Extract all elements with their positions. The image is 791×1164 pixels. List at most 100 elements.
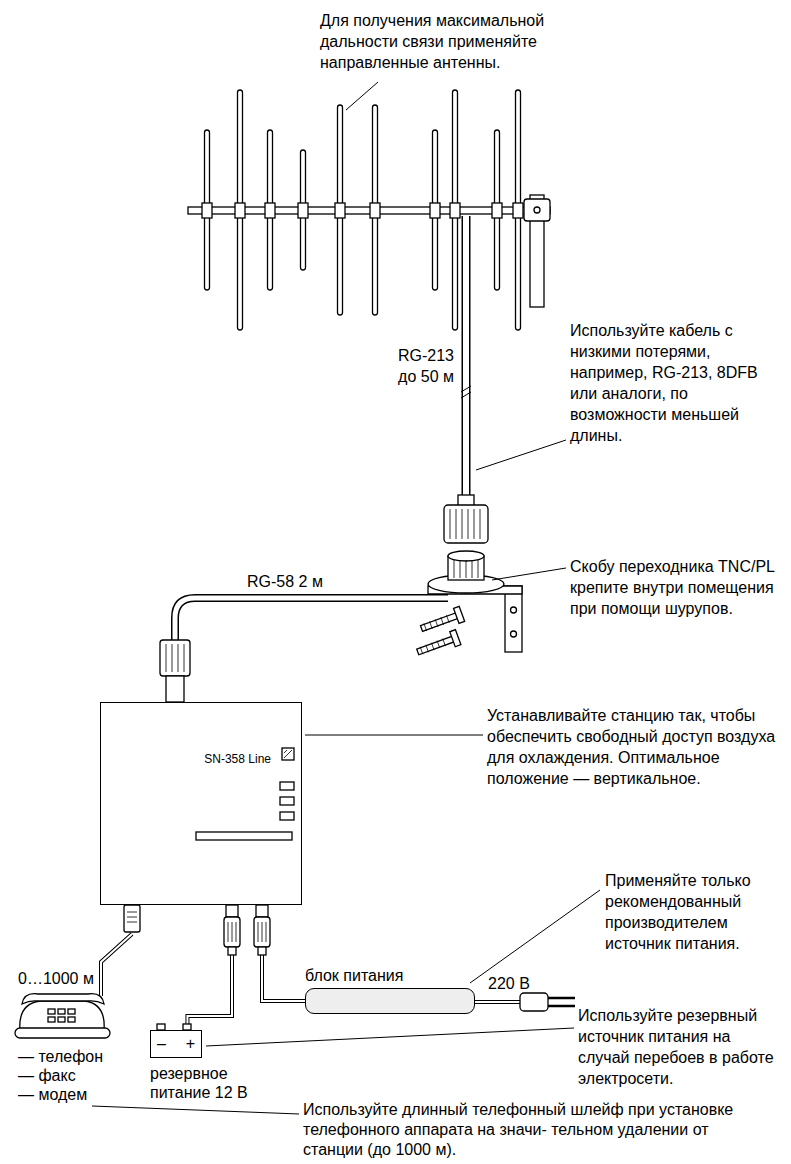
note-text: Используйте длинный телефонный шлейф при… [303, 1100, 753, 1160]
station-panel [280, 782, 294, 790]
leader-lines [206, 1028, 574, 1046]
station-panel [282, 748, 294, 760]
tnc-pl-adapter-bracket [511, 631, 517, 637]
label-holder: Используйте длинный телефонный шлейф при… [303, 1100, 753, 1160]
note-text: RG-213 до 50 м [392, 345, 454, 387]
note-text: — модем [18, 1084, 118, 1105]
power-plugs [254, 917, 270, 947]
leader-lines [346, 82, 378, 110]
note-text: Используйте резервный источник питания н… [578, 1005, 784, 1089]
node-text: блок питания [305, 966, 475, 986]
telephone [58, 1017, 65, 1022]
telephone [58, 1009, 65, 1014]
note-text: — телефон [18, 1046, 118, 1067]
node-text: – [157, 1035, 166, 1053]
mains-plug [463, 993, 575, 1011]
yagi-antenna [265, 203, 275, 218]
power-plugs [224, 917, 240, 947]
wood-screws [454, 606, 465, 623]
wood-screws [415, 606, 465, 659]
station-panel [196, 748, 294, 840]
yagi-antenna [335, 203, 345, 218]
tnc-pl-adapter-bracket [454, 560, 478, 578]
coax-cable-rg58 [160, 598, 448, 702]
coax-cable-rg213 [463, 216, 469, 497]
note-text: Скобу переходника TNC/PL крепите внутри … [570, 556, 785, 619]
telephone [20, 1001, 104, 1030]
power-plugs [224, 905, 270, 955]
label-holder: Применяйте только рекомендованный произв… [605, 870, 785, 954]
wood-screws [415, 630, 461, 660]
tnc-pl-adapter-bracket [505, 586, 522, 652]
telephone [15, 1028, 110, 1038]
leader-lines [492, 568, 566, 580]
yagi-antenna [524, 199, 550, 221]
power-plugs [256, 905, 268, 917]
coax-cable-rg58 [175, 598, 448, 642]
phone-jack [124, 905, 140, 932]
label-holder: 220 В [488, 973, 558, 994]
label-holder: — модем [18, 1084, 118, 1105]
mains-plug [520, 993, 548, 1011]
note-text: Используйте кабель с низкими потерями, н… [570, 320, 785, 446]
power-plugs [228, 947, 236, 955]
label-holder: 0…1000 м [18, 968, 98, 989]
wood-screws [417, 636, 455, 655]
note-text: Устанавливайте станцию так, чтобы обеспе… [487, 705, 785, 789]
leader-lines [92, 82, 600, 1114]
telephone [101, 934, 132, 996]
power-plugs [226, 905, 238, 917]
telephone [22, 994, 104, 1004]
mains-plug [548, 998, 575, 1006]
coax-cable-rg213 [462, 216, 471, 497]
note-text: — факс [18, 1065, 118, 1086]
power-supply-body [305, 988, 475, 1014]
coax-cable-rg213 [444, 505, 488, 543]
tnc-pl-adapter-bracket [448, 551, 484, 561]
power-plugs [258, 947, 266, 955]
node-text: + [186, 1035, 195, 1053]
coax-cable-rg58 [166, 676, 184, 702]
wood-screws [424, 615, 449, 631]
yagi-antenna [188, 90, 550, 330]
label-holder: RG-213 до 50 м [392, 345, 454, 387]
coax-cable-rg213 [461, 386, 471, 398]
yagi-antenna [235, 203, 245, 218]
note-text: Для получения максимальной дальности свя… [320, 10, 610, 73]
leader-lines [470, 890, 600, 983]
label-holder: Используйте резервный источник питания н… [578, 1005, 784, 1089]
label-holder: Устанавливайте станцию так, чтобы обеспе… [487, 705, 785, 789]
yagi-antenna [370, 203, 380, 218]
coax-cable-rg213 [450, 509, 480, 539]
leader-lines [476, 440, 566, 470]
coax-cable-rg58 [160, 640, 190, 676]
yagi-antenna [534, 207, 540, 213]
station-panel [196, 832, 292, 840]
telephone [15, 934, 132, 1038]
yagi-antenna [202, 203, 212, 218]
telephone [48, 1017, 55, 1022]
coax-cable-rg58 [166, 644, 184, 672]
telephone [101, 934, 132, 996]
phone-jack [124, 905, 140, 932]
tnc-pl-adapter-bracket [511, 607, 517, 613]
telephone [68, 1009, 75, 1014]
note-text: RG-58 2 м [247, 571, 357, 592]
radio-station: SN-358 Line [100, 702, 302, 905]
station-panel [280, 797, 294, 805]
power-plugs [228, 922, 236, 942]
station-panel [280, 812, 294, 820]
wood-screws [450, 630, 461, 647]
label-holder: — телефон [18, 1046, 118, 1067]
wood-screws [419, 606, 465, 636]
wood-screws [420, 639, 445, 655]
yagi-antenna [450, 203, 460, 218]
note-text: Применяйте только рекомендованный произв… [605, 870, 785, 954]
station-panel [284, 750, 292, 758]
yagi-antenna [492, 203, 502, 218]
telephone [68, 1017, 75, 1022]
power-plugs [258, 922, 266, 942]
note-text: резервное питание 12 В [150, 1064, 260, 1102]
yagi-antenna [513, 203, 523, 218]
